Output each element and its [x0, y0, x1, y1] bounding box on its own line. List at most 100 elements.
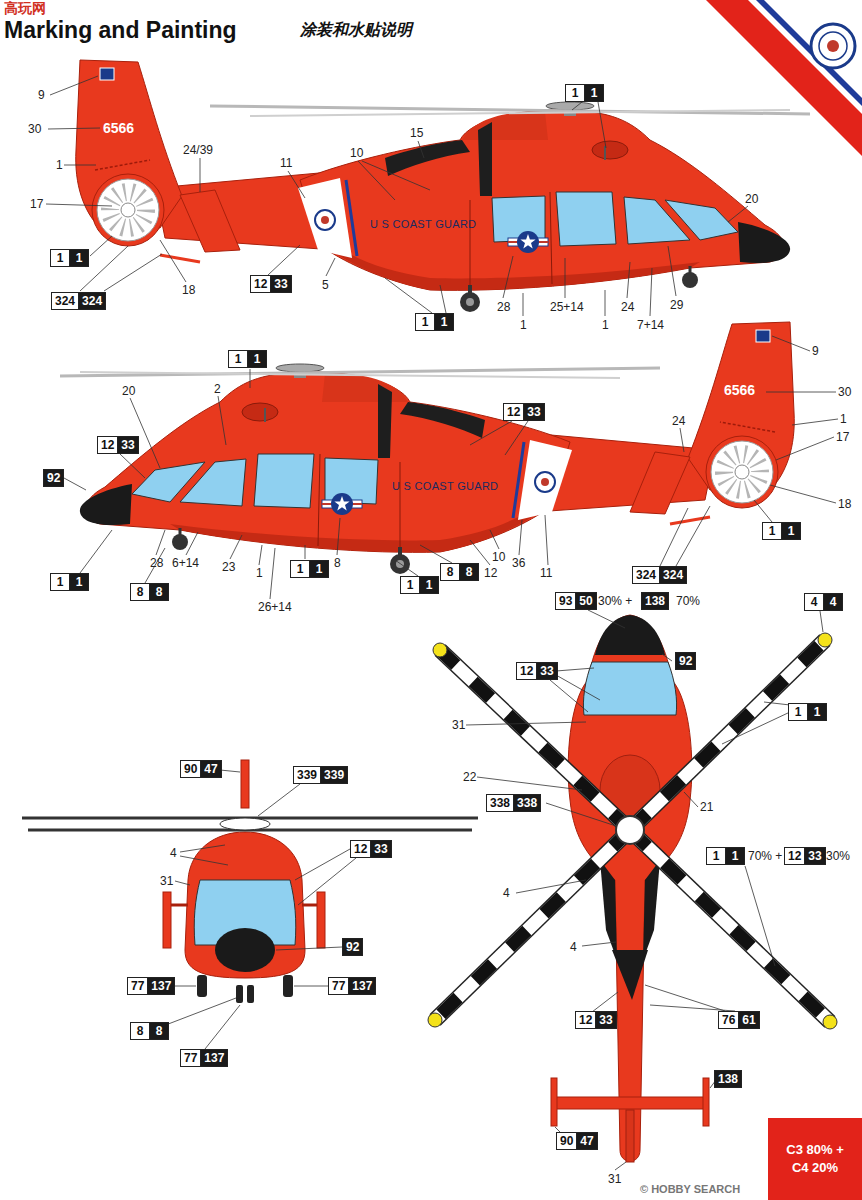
paint-code: 8	[440, 563, 460, 581]
paint-code-box: 92	[43, 469, 64, 487]
paint-code: 1	[762, 522, 782, 540]
paint-code-box: 324324	[51, 292, 106, 310]
tail-number: 6566	[103, 120, 134, 136]
black-nose	[595, 615, 665, 655]
paint-code: 50	[576, 592, 596, 610]
paint-code-box: 11	[706, 847, 745, 865]
paint-code-box: 9047	[556, 1132, 598, 1150]
callout-number: 70% +	[748, 849, 782, 863]
paint-code: 12	[250, 275, 271, 293]
paint-code-box: 92	[675, 652, 696, 670]
rotor-blade	[630, 830, 830, 1022]
paint-code-box: 88	[130, 583, 169, 601]
paint-code: 12	[503, 403, 524, 421]
callout-number: 10	[492, 550, 505, 564]
callout-number: 12	[484, 566, 497, 580]
callout-number: 4	[570, 940, 577, 954]
paint-code-box: 338338	[486, 794, 541, 812]
paint-code-box: 11	[565, 84, 604, 102]
main-wheel	[197, 975, 207, 997]
tail-fin	[626, 1110, 634, 1162]
paint-code: 1	[70, 573, 89, 591]
paint-code-box: 77137	[328, 977, 376, 995]
paint-code: 1	[585, 84, 604, 102]
paint-code: 33	[271, 275, 291, 293]
tail-fin	[241, 760, 249, 808]
paint-code: 1	[290, 560, 310, 578]
paint-code: 33	[371, 840, 391, 858]
paint-code-box: 11	[400, 576, 439, 594]
paint-code: 92	[675, 652, 696, 670]
fuselage-front	[185, 832, 305, 978]
paint-code-box: 1233	[575, 1011, 617, 1029]
callout-number: 7+14	[637, 318, 664, 332]
callout-number: 26+14	[258, 600, 292, 614]
coast-guard-badge	[706, 0, 862, 156]
paint-code-box: 339339	[293, 766, 348, 784]
paint-code: 77	[328, 977, 349, 995]
paint-code-box: 11	[415, 313, 454, 331]
paint-code-box: 9047	[180, 760, 222, 778]
stabilizer-endplate	[163, 892, 171, 948]
tail-number: 6566	[724, 382, 755, 398]
rotor-blade	[440, 650, 630, 830]
badge-seal-centre	[827, 40, 839, 52]
callout-number: 21	[700, 800, 713, 814]
paint-code: 338	[514, 794, 541, 812]
paint-code: 1	[228, 350, 248, 368]
paint-code: 12	[575, 1011, 596, 1029]
callout-number: 28	[497, 300, 510, 314]
rotor-blade	[630, 640, 825, 830]
callout-number: 24	[672, 414, 685, 428]
callout-number: 29	[670, 298, 683, 312]
paint-code: 1	[70, 249, 89, 267]
paint-code-box: 11	[762, 522, 801, 540]
paint-code: 8	[130, 1022, 150, 1040]
callout-number: 11	[540, 566, 552, 580]
paint-code: 93	[555, 592, 576, 610]
paint-code: 47	[577, 1132, 597, 1150]
paint-code: 92	[43, 469, 64, 487]
paint-code: 1	[420, 576, 439, 594]
callout-number: 30%	[826, 849, 850, 863]
paint-code: 138	[714, 1070, 742, 1088]
paint-code-box: 1233	[516, 662, 558, 680]
paint-code: 4	[804, 593, 824, 611]
paint-code-box: 7661	[718, 1011, 760, 1029]
badge-stripe	[706, 0, 862, 156]
paint-code-box: 1233	[250, 275, 292, 293]
paint-code: 1	[248, 350, 267, 368]
paint-code: 338	[486, 794, 514, 812]
stabilizer	[171, 904, 188, 907]
paint-code: 12	[350, 840, 371, 858]
paint-code-box: 44	[804, 593, 843, 611]
callout-number: 36	[512, 556, 525, 570]
rotor-blade	[818, 633, 832, 647]
paint-code-box: 77137	[180, 1049, 228, 1067]
callout-number: 11	[280, 156, 292, 170]
paint-code: 1	[415, 313, 435, 331]
callout-number: 31	[160, 874, 173, 888]
paint-code-box: 92	[342, 938, 363, 956]
helicopter-right-side	[60, 322, 794, 574]
nose-wheel	[247, 985, 254, 1003]
stabilizer	[302, 904, 317, 907]
nose-wheel	[236, 985, 243, 1003]
rotor-blade	[440, 650, 630, 830]
rotor-blade	[435, 830, 630, 1020]
paint-code: 8	[150, 1022, 169, 1040]
paint-code-box: 88	[440, 563, 479, 581]
callout-number: 24/39	[183, 143, 213, 157]
paint-code: 1	[50, 249, 70, 267]
paint-code: 47	[201, 760, 221, 778]
paint-code: 8	[130, 583, 150, 601]
leader-line	[64, 336, 838, 599]
paint-code: 339	[321, 766, 348, 784]
rotor-blade	[440, 650, 630, 830]
rotor-blade	[428, 633, 837, 1029]
callout-number: 4	[170, 846, 177, 860]
paint-code: 61	[739, 1011, 759, 1029]
rotor-blade	[630, 640, 825, 830]
paint-code: 8	[150, 583, 169, 601]
